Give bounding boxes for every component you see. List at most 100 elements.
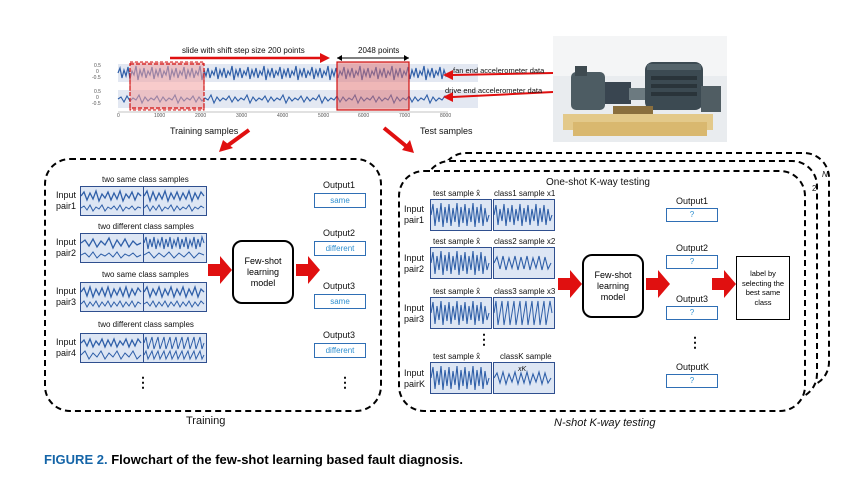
testing-output-title: Output3 (676, 294, 709, 304)
y-tick: -0.5 (92, 101, 101, 107)
training-pair-label: pair1 (56, 201, 77, 211)
few-shot-model-testing: Few-shot learning model (582, 254, 644, 318)
signal-sample (430, 247, 492, 279)
training-output-value: different (314, 343, 366, 358)
signal-sample (80, 333, 144, 363)
testing-pair-label: pair1 (404, 215, 425, 225)
testing-pair-label: Input (404, 253, 425, 263)
figure-label: FIGURE 2. (44, 452, 108, 467)
stack-label: N (822, 170, 828, 179)
testing-output-value: ? (666, 255, 718, 269)
testing-pair-label: Input (404, 368, 425, 378)
xk-label: xK (518, 366, 527, 373)
class-sample-label: class1 sample x1 (494, 189, 556, 198)
signal-sample (430, 297, 492, 329)
signal-plot (117, 53, 554, 113)
testing-output-title: OutputK (676, 362, 710, 372)
signal-sample (143, 233, 207, 263)
signal-sample (493, 362, 555, 394)
signal-sample (430, 199, 492, 231)
test-sample-label: test sample x̂ (433, 189, 481, 198)
testing-pair-label: Input (404, 303, 425, 313)
signal-sample (143, 186, 207, 216)
signal-sample (80, 282, 144, 312)
testing-output-value: ? (666, 374, 718, 388)
training-panel (44, 158, 382, 412)
arrow-right (296, 256, 320, 284)
drive-end-label: drive end accelerometer data (445, 86, 543, 95)
x-tick: 5000 (318, 113, 330, 119)
class-sample-label: classK sample (500, 352, 552, 361)
shift-note: slide with shift step size 200 points (182, 46, 305, 55)
training-output-value: different (314, 241, 366, 256)
x-tick: 6000 (358, 113, 370, 119)
training-pair-desc: two same class samples (102, 270, 189, 279)
x-tick: 3000 (236, 113, 248, 119)
y-tick: 0 (96, 69, 99, 75)
x-tick: 7000 (399, 113, 411, 119)
training-dots: ⋮ (136, 374, 150, 390)
training-output-title: Output2 (323, 228, 356, 238)
training-pair-label: Input (56, 237, 77, 247)
signal-sample (430, 362, 492, 394)
training-pair-label: pair3 (56, 297, 77, 307)
signal-sample (143, 333, 207, 363)
testing-pair-label: Input (404, 204, 425, 214)
arrow-right (646, 270, 670, 298)
training-pair-desc: two different class samples (98, 222, 194, 231)
arrow-to-testing (382, 126, 414, 153)
training-output-title: Output3 (323, 281, 356, 291)
test-rig-photo (553, 36, 727, 142)
y-tick: -0.5 (92, 75, 101, 81)
testing-pair-label: pair2 (404, 264, 425, 274)
class-sample-label: class2 sample x2 (494, 237, 556, 246)
arrow-right (558, 270, 582, 298)
training-pair-label: pair4 (56, 348, 77, 358)
training-pair-desc: two different class samples (98, 320, 194, 329)
training-output-value: same (314, 193, 366, 208)
testing-header: One-shot K-way testing (546, 177, 650, 188)
y-tick: 0.5 (94, 89, 101, 95)
testing-output-value: ? (666, 306, 718, 320)
fan-end-label: fan end accelerometer data (453, 66, 545, 75)
testing-output-title: Output2 (676, 243, 709, 253)
x-tick: 4000 (277, 113, 289, 119)
y-tick: 0.5 (94, 63, 101, 69)
x-tick: 8000 (440, 113, 452, 119)
stack-label: 2 (812, 184, 817, 193)
training-output-title: Output3 (323, 330, 356, 340)
y-tick: 0 (96, 95, 99, 101)
arrow-right (208, 256, 232, 284)
x-tick: 2000 (195, 113, 207, 119)
signal-sample (493, 199, 555, 231)
arrow-to-training (219, 128, 251, 152)
testing-output-title: Output1 (676, 196, 709, 206)
x-tick: 0 (117, 113, 120, 119)
few-shot-model-training: Few-shot learning model (232, 240, 294, 304)
test-sample-label: test sample x̂ (433, 352, 481, 361)
training-pair-label: Input (56, 190, 77, 200)
testing-output-dots: ⋮ (688, 334, 702, 350)
test-sample-label: test sample x̂ (433, 237, 481, 246)
result-box: label by selecting the best same class (736, 256, 790, 320)
training-output-value: same (314, 294, 366, 309)
arrow-right (712, 270, 736, 298)
training-samples-label: Training samples (170, 126, 239, 136)
x-tick: 1000 (154, 113, 166, 119)
signal-sample (143, 282, 207, 312)
training-pair-label: pair2 (56, 248, 77, 258)
training-pair-label: Input (56, 286, 77, 296)
figure-text: Flowchart of the few-shot learning based… (111, 452, 463, 467)
training-output-dots: ⋮ (338, 374, 352, 390)
signal-sample (493, 297, 555, 329)
training-pair-desc: two same class samples (102, 175, 189, 184)
figure-caption: FIGURE 2. Flowchart of the few-shot lear… (44, 452, 463, 467)
signal-sample (80, 233, 144, 263)
training-pair-label: Input (56, 337, 77, 347)
test-samples-label: Test samples (420, 126, 473, 136)
testing-output-value: ? (666, 208, 718, 222)
class-sample-label: class3 sample x3 (494, 287, 556, 296)
testing-dots: ⋮ (477, 331, 491, 347)
testing-title: N-shot K-way testing (554, 417, 656, 429)
signal-sample (80, 186, 144, 216)
